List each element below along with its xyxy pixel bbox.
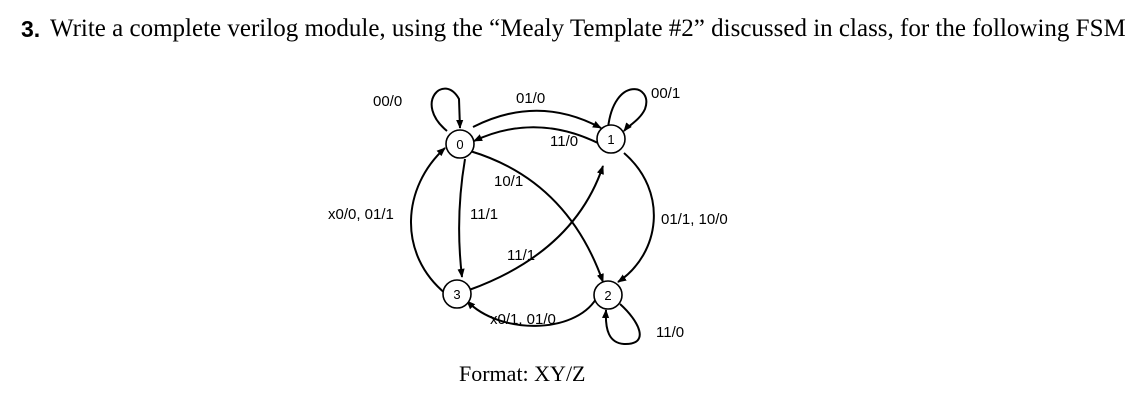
label-1-to-0: 11/0 bbox=[550, 133, 578, 150]
edge-1-to-0 bbox=[473, 126, 601, 145]
label-3-to-0: x0/0, 01/1 bbox=[328, 206, 394, 223]
label-1-to-2: 01/1, 10/0 bbox=[661, 211, 728, 228]
edge-0-to-3 bbox=[457, 158, 466, 278]
label-2-to-3: x0/1, 01/0 bbox=[490, 311, 556, 328]
state-3: 3 bbox=[442, 279, 472, 309]
label-0-to-2: 10/1 bbox=[494, 173, 523, 190]
label-0-to-1: 01/0 bbox=[516, 90, 545, 107]
edge-2-to-2 bbox=[602, 303, 641, 346]
label-3-to-1: 11/1 bbox=[507, 247, 535, 264]
state-2-label: 2 bbox=[604, 288, 611, 303]
state-0-label: 0 bbox=[456, 137, 463, 152]
state-2: 2 bbox=[593, 280, 623, 310]
edge-1-to-1 bbox=[607, 88, 648, 132]
edge-0-to-2 bbox=[469, 150, 604, 283]
label-2-to-2: 11/0 bbox=[656, 324, 684, 341]
label-0-to-3: 11/1 bbox=[470, 206, 498, 223]
diagram-caption: Format: XY/Z bbox=[459, 361, 586, 386]
state-3-label: 3 bbox=[453, 287, 460, 302]
edge-3-to-0 bbox=[410, 147, 447, 295]
edge-0-to-0 bbox=[430, 87, 464, 132]
label-1-to-1: 00/1 bbox=[651, 85, 680, 102]
state-0: 0 bbox=[445, 129, 475, 159]
label-0-to-0: 00/0 bbox=[373, 93, 402, 110]
state-1-label: 1 bbox=[607, 132, 614, 147]
question-text: Write a complete verilog module, using t… bbox=[50, 15, 1127, 42]
edge-3-to-1 bbox=[468, 165, 604, 291]
edge-0-to-1 bbox=[472, 109, 602, 129]
question-number: 3. bbox=[21, 16, 41, 42]
edge-2-to-3 bbox=[466, 298, 597, 327]
state-1: 1 bbox=[596, 124, 626, 154]
edge-1-to-2 bbox=[617, 152, 655, 283]
